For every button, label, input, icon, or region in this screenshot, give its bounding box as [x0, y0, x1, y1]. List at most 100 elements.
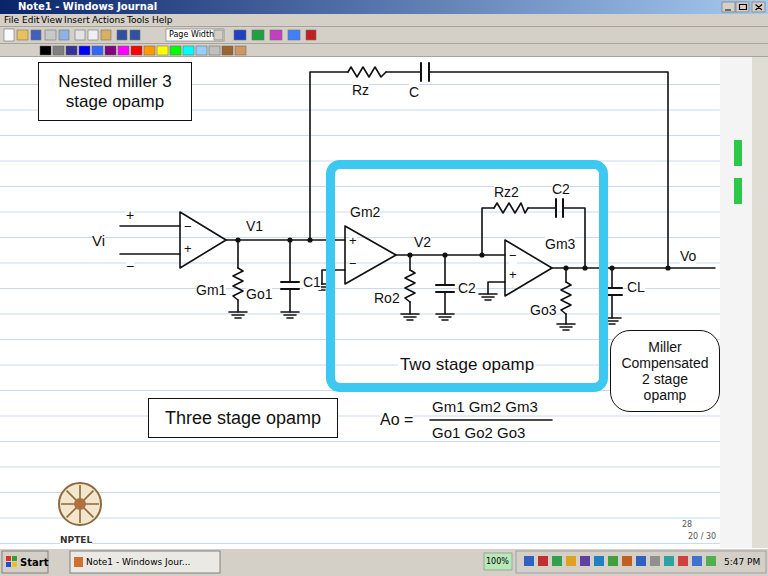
- input-sign: −: [126, 258, 134, 274]
- component-name: Ro2: [374, 290, 400, 306]
- clock: 5:47 PM: [724, 557, 760, 567]
- tray-icon: [524, 556, 534, 566]
- menu-item: Help: [152, 15, 173, 25]
- swatch: [235, 46, 246, 55]
- component-name: Go1: [246, 286, 272, 302]
- flag-part: [12, 562, 17, 567]
- pen-icon: [234, 30, 246, 40]
- copy-icon: [88, 30, 98, 40]
- page-number: 28: [682, 520, 692, 529]
- menu-bar: [0, 14, 768, 26]
- signal-name: Vo: [680, 248, 696, 264]
- swatch: [222, 46, 233, 55]
- logo-hub: [74, 498, 86, 510]
- undo-icon: [117, 30, 127, 40]
- highlighter-icon: [270, 30, 282, 40]
- nptel-logo: [59, 483, 101, 525]
- tray-icon: [664, 556, 674, 566]
- resistor-symbol: [233, 67, 571, 314]
- component-name: C1: [303, 274, 321, 290]
- swatch: [40, 46, 51, 55]
- windows-flag: [6, 556, 17, 567]
- tray-icon: [622, 556, 632, 566]
- band-caption: Two stage opamp: [398, 355, 536, 375]
- swatch: [92, 46, 103, 55]
- component-name: Rz: [352, 82, 369, 98]
- window-title: Note1 - Windows Journal: [18, 1, 157, 13]
- component-name: Gm3: [545, 236, 575, 252]
- title-bar: [0, 0, 768, 14]
- component-name: C2: [458, 280, 476, 296]
- save-icon: [31, 30, 41, 40]
- opamp-symbol: [180, 212, 552, 296]
- flag-part: [6, 556, 11, 561]
- zoom-value: Page Width: [169, 30, 214, 39]
- component-name: Gm1: [196, 282, 226, 298]
- tray-icon: [678, 556, 688, 566]
- tray-icon: [552, 556, 562, 566]
- swatch: [118, 46, 129, 55]
- window-button-glyphs: [725, 5, 762, 11]
- component-name: Gm2: [350, 204, 380, 220]
- title-text: Nested miller 3 stage opamp: [51, 72, 179, 111]
- signal-name: V2: [414, 234, 431, 250]
- new-icon: [4, 29, 14, 41]
- tray-icon: [650, 556, 660, 566]
- system-tray: [516, 551, 766, 573]
- find-icon: [59, 30, 69, 40]
- component-name: Go3: [530, 302, 556, 318]
- menu-item: File: [4, 15, 19, 25]
- input-sign: +: [126, 207, 134, 223]
- page-count: 20 / 30: [688, 532, 716, 541]
- dropdown-arrow: [214, 30, 223, 40]
- window-buttons: [722, 2, 765, 12]
- toolbar: [0, 26, 768, 57]
- open-icon: [17, 30, 28, 40]
- page-marker: [734, 140, 742, 166]
- zoom-status: 100%: [486, 557, 509, 566]
- component-name: C2: [552, 181, 570, 197]
- swatch: [79, 46, 90, 55]
- zoom-dropdown: [166, 29, 224, 41]
- swatch: [131, 46, 142, 55]
- taskbar: [0, 548, 768, 576]
- swatch: [170, 46, 181, 55]
- tray-icon: [636, 556, 646, 566]
- taskbar-edge: [0, 548, 768, 549]
- junction-dot: [307, 237, 312, 242]
- component-name: Rz2: [494, 184, 519, 200]
- opamp-sign: −: [349, 257, 357, 272]
- tray-icon: [706, 556, 716, 566]
- junction-dot: [609, 265, 614, 270]
- callout-text: Miller Compensated 2 stage opamp: [618, 339, 712, 403]
- menu-item: View: [41, 15, 62, 25]
- page-navigator: [720, 57, 768, 548]
- junction-dot: [287, 237, 292, 242]
- flag-icon: [306, 30, 316, 40]
- menu-item: Insert: [64, 15, 90, 25]
- component-name: C: [409, 84, 419, 100]
- ground-symbol: [229, 284, 621, 330]
- toolbar-icons: [4, 29, 316, 41]
- eraser-icon: [288, 30, 300, 40]
- swatch: [53, 46, 64, 55]
- swatch: [183, 46, 194, 55]
- color-palette: [40, 46, 246, 55]
- task-label: Note1 - Windows Jour...: [86, 557, 190, 567]
- wires: [120, 72, 715, 324]
- junction-dot: [235, 237, 240, 242]
- signal-name: Vi: [92, 232, 105, 249]
- junction-dot: [407, 252, 412, 257]
- swatch: [196, 46, 207, 55]
- logo-spokes: [61, 485, 99, 523]
- redo-icon: [130, 30, 140, 40]
- opamp-sign: +: [349, 234, 357, 249]
- swatch: [66, 46, 77, 55]
- callout-box: Miller Compensated 2 stage opamp: [610, 330, 720, 412]
- tray-icon: [538, 556, 548, 566]
- journal-page: [0, 57, 720, 548]
- fraction-bar: [430, 419, 552, 421]
- junction-dot: [442, 252, 447, 257]
- scrollbar: [752, 57, 768, 548]
- zoom-indicator: [484, 553, 512, 570]
